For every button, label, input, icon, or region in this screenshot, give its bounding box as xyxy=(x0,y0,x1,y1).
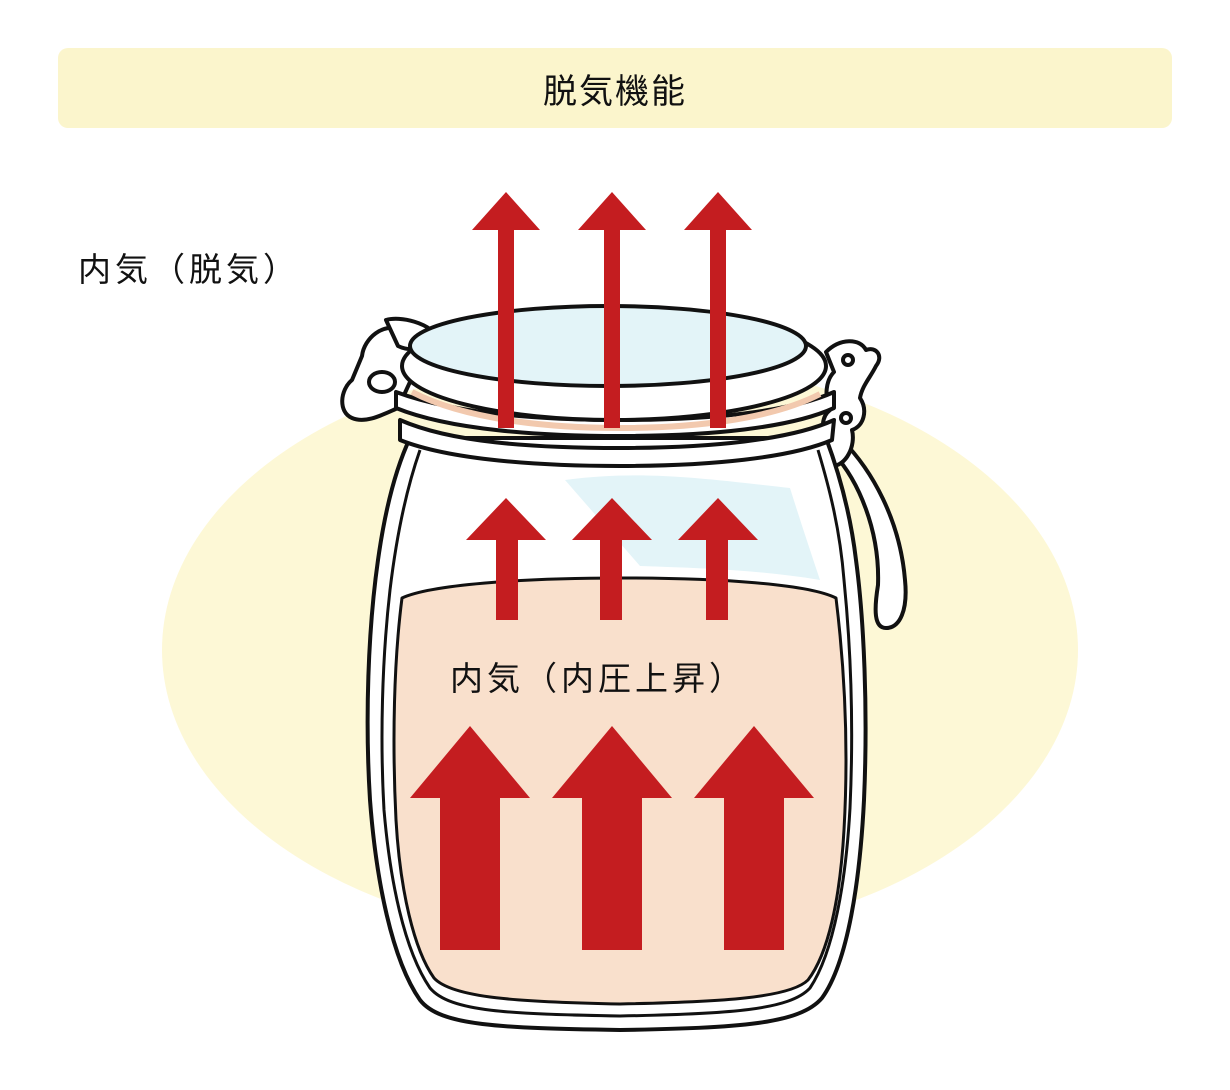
up-arrow-icon xyxy=(466,498,546,620)
up-arrow-icon xyxy=(552,726,672,950)
up-arrow-icon xyxy=(472,192,540,428)
neck-band-lower xyxy=(398,418,836,468)
up-arrow-icon xyxy=(572,498,652,620)
title-banner: 脱気機能 xyxy=(58,48,1172,128)
up-arrow-icon xyxy=(684,192,752,428)
rising-gas-arrows xyxy=(466,498,758,620)
internal-pressure-arrows xyxy=(410,726,814,950)
up-arrow-icon xyxy=(410,726,530,950)
wire-clamp xyxy=(821,339,908,630)
released-gas-arrows xyxy=(472,192,752,428)
internal-gas-label: 内気（内圧上昇） xyxy=(450,659,746,698)
diagram-title: 脱気機能 xyxy=(543,71,687,112)
up-arrow-icon xyxy=(578,192,646,428)
released-gas-label: 内気（脱気） xyxy=(78,250,300,289)
up-arrow-icon xyxy=(694,726,814,950)
jar-inner-outline xyxy=(380,449,854,1018)
up-arrow-icon xyxy=(678,498,758,620)
